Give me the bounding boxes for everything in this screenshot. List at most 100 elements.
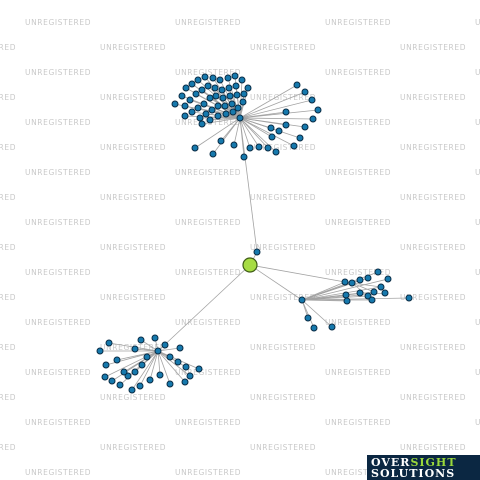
- network-node: [356, 289, 364, 297]
- edge: [149, 350, 159, 381]
- network-node: [212, 92, 220, 100]
- network-node: [238, 76, 246, 84]
- network-node: [182, 84, 190, 92]
- watermark-text: UNREGISTERED: [25, 68, 92, 77]
- edge: [239, 79, 243, 119]
- network-node: [231, 72, 239, 80]
- edge: [301, 278, 389, 301]
- watermark-text: UNREGISTERED: [25, 468, 92, 477]
- network-node: [143, 353, 151, 361]
- network-node: [301, 88, 309, 96]
- network-node: [239, 98, 247, 106]
- watermark-text: UNREGISTERED: [0, 443, 17, 452]
- watermark-text: UNREGISTERED: [175, 218, 242, 227]
- watermark-text: UNREGISTERED: [100, 143, 167, 152]
- watermark-text: UNREGISTERED: [325, 418, 392, 427]
- network-node: [195, 365, 203, 373]
- edge: [184, 115, 241, 119]
- watermark-text: UNREGISTERED: [100, 243, 167, 252]
- network-node: [228, 100, 236, 108]
- watermark-text: UNREGISTERED: [250, 93, 317, 102]
- watermark-text: UNREGISTERED: [400, 143, 467, 152]
- network-node: [186, 96, 194, 104]
- watermark-text: UNREGISTERED: [25, 318, 92, 327]
- edge: [139, 350, 159, 387]
- network-node: [181, 378, 189, 386]
- edge: [239, 117, 260, 148]
- network-node: [105, 339, 113, 347]
- watermark-text: UNREGISTERED: [250, 443, 317, 452]
- network-node: [253, 248, 261, 256]
- network-node: [314, 106, 322, 114]
- watermark-text: UNREGISTERED: [250, 43, 317, 52]
- network-node: [216, 76, 224, 84]
- network-node: [202, 110, 210, 118]
- watermark-text: UNREGISTERED: [175, 368, 242, 377]
- network-node: [218, 86, 226, 94]
- network-node: [293, 81, 301, 89]
- network-node: [171, 100, 179, 108]
- edge: [212, 117, 241, 155]
- network-node: [219, 94, 227, 102]
- watermark-text: UNREGISTERED: [475, 18, 480, 27]
- network-node: [113, 356, 121, 364]
- network-node: [186, 372, 194, 380]
- network-node: [233, 91, 241, 99]
- edge: [239, 99, 313, 119]
- network-node: [206, 116, 214, 124]
- edge: [239, 117, 258, 253]
- network-node: [209, 74, 217, 82]
- edge: [217, 105, 241, 119]
- edge: [239, 117, 272, 129]
- watermark-text: UNREGISTERED: [400, 93, 467, 102]
- network-node: [146, 376, 154, 384]
- network-node: [131, 345, 139, 353]
- brand-logo: OVERSIGHT SOLUTIONS: [367, 455, 480, 480]
- edge: [249, 264, 346, 283]
- network-node: [116, 381, 124, 389]
- edge: [233, 117, 241, 146]
- watermark-text: UNREGISTERED: [0, 243, 17, 252]
- network-node: [341, 278, 349, 286]
- edge: [134, 348, 159, 352]
- watermark-text: UNREGISTERED: [175, 268, 242, 277]
- watermark-text: UNREGISTERED: [325, 218, 392, 227]
- edge: [157, 350, 191, 377]
- watermark-text: UNREGISTERED: [400, 443, 467, 452]
- network-node: [138, 361, 146, 369]
- network-node: [348, 279, 356, 287]
- watermark-text: UNREGISTERED: [250, 193, 317, 202]
- network-node: [194, 104, 202, 112]
- edge: [157, 347, 181, 352]
- edge: [239, 117, 245, 158]
- watermark-text: UNREGISTERED: [325, 368, 392, 377]
- network-node: [267, 124, 275, 132]
- network-node: [275, 127, 283, 135]
- edge: [301, 299, 315, 329]
- network-node: [364, 292, 372, 300]
- network-node: [204, 82, 212, 90]
- watermark-text: UNREGISTERED: [475, 68, 480, 77]
- edge: [239, 117, 273, 138]
- network-node: [229, 108, 237, 116]
- network-node: [308, 96, 316, 104]
- network-node: [342, 291, 350, 299]
- network-node: [188, 108, 196, 116]
- watermark-text: UNREGISTERED: [475, 218, 480, 227]
- watermark-text: UNREGISTERED: [175, 68, 242, 77]
- watermark-text: UNREGISTERED: [475, 268, 480, 277]
- network-node: [137, 336, 145, 344]
- watermark-text: UNREGISTERED: [25, 118, 92, 127]
- edge: [194, 117, 241, 149]
- network-node: [384, 275, 392, 283]
- edge: [209, 117, 241, 121]
- edge: [157, 350, 186, 383]
- watermark-text: UNREGISTERED: [0, 93, 17, 102]
- watermark-text: UNREGISTERED: [325, 168, 392, 177]
- network-node: [191, 144, 199, 152]
- network-node: [364, 274, 372, 282]
- watermark-text: UNREGISTERED: [175, 18, 242, 27]
- network-node: [377, 283, 385, 291]
